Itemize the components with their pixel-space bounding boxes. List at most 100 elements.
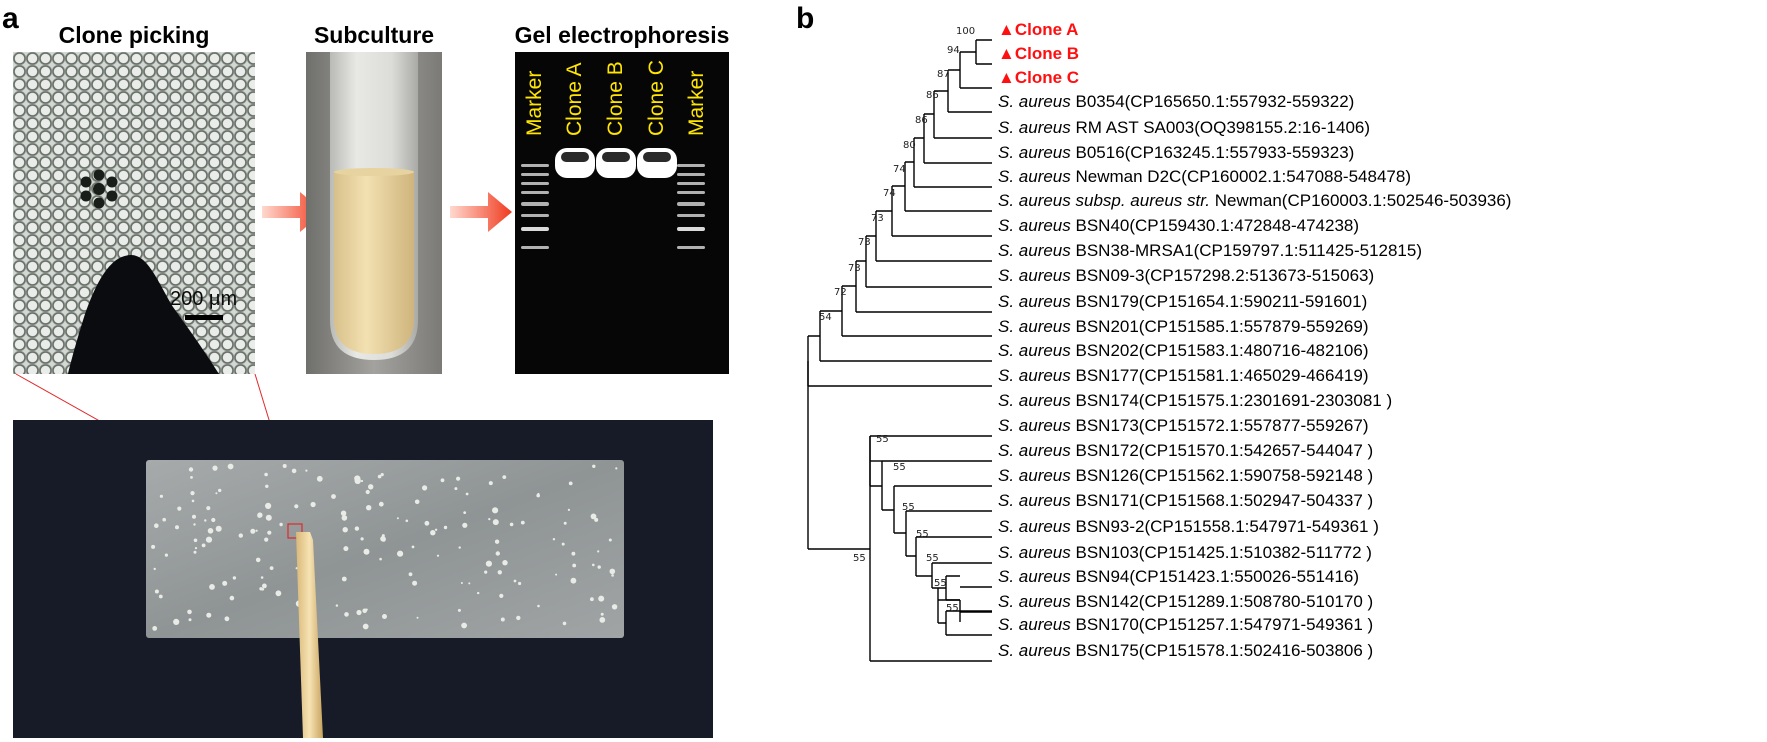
colony	[461, 622, 467, 629]
subculture-title: Subculture	[313, 22, 435, 48]
colony	[224, 616, 230, 622]
taxon-strain: BSN175(CP151578.1:502416-503806 )	[1070, 641, 1374, 660]
colony	[206, 612, 212, 618]
taxon-label: S. aureus BSN09-3(CP157298.2:513673-5150…	[998, 266, 1374, 286]
clone-b-label: ▲Clone B	[998, 44, 1080, 63]
scale-bar	[185, 315, 223, 320]
colony	[365, 489, 370, 495]
taxon-strain: BSN126(CP151562.1:590758-592148 )	[1070, 466, 1374, 485]
colony	[177, 506, 182, 511]
colony	[597, 550, 600, 553]
colony	[191, 499, 195, 503]
taxon-label: S. aureus BSN170(CP151257.1:547971-54936…	[998, 615, 1373, 635]
colony	[175, 525, 179, 530]
colony	[416, 616, 419, 619]
taxon-species: S. aureus	[998, 641, 1071, 660]
colony	[561, 542, 565, 546]
colony	[485, 560, 492, 567]
colony	[154, 523, 159, 528]
colony	[159, 494, 163, 498]
taxon-species: S. aureus	[998, 241, 1071, 260]
bootstrap-value: 55	[946, 603, 959, 614]
colony	[494, 539, 500, 544]
taxon-strain: Newman(CP160003.1:502546-503936)	[1209, 191, 1512, 210]
taxon-label: S. aureus RM AST SA003(OQ398155.2:16-140…	[998, 118, 1370, 138]
taxon-label: S. aureus BSN103(CP151425.1:510382-51177…	[998, 543, 1372, 563]
colony	[379, 557, 382, 561]
colony	[600, 612, 604, 616]
bootstrap-value: 74	[883, 188, 896, 199]
taxon-label: S. aureus BSN202(CP151583.1:480716-48210…	[998, 341, 1369, 361]
colony	[440, 478, 445, 483]
bootstrap-value: 55	[893, 462, 906, 473]
colony	[430, 530, 436, 536]
colony	[590, 597, 594, 602]
colony	[594, 517, 599, 522]
colony	[509, 522, 514, 527]
colony	[279, 522, 283, 527]
colony	[205, 536, 213, 543]
colony	[194, 547, 198, 550]
colony	[495, 551, 500, 556]
clone-picking-title: Clone picking	[58, 22, 210, 48]
colony	[265, 514, 272, 521]
taxon-strain: BSN103(CP151425.1:510382-511772 )	[1070, 543, 1372, 562]
colony	[207, 528, 214, 534]
colony	[344, 612, 349, 617]
taxon-strain: BSN172(CP151570.1:542657-544047 )	[1070, 441, 1374, 460]
colony	[597, 565, 601, 569]
panel-a-letter: a	[2, 2, 19, 35]
colony	[424, 520, 430, 526]
colony	[238, 533, 243, 538]
colony	[502, 560, 508, 566]
phylogenetic-tree	[807, 39, 992, 662]
colony	[412, 580, 418, 586]
taxon-label: S. aureus BSN38-MRSA1(CP159797.1:511425-…	[998, 241, 1422, 261]
colony	[354, 526, 360, 531]
taxon-species: S. aureus	[998, 341, 1071, 360]
taxon-strain: BSN142(CP151289.1:508780-510170 )	[1070, 592, 1374, 611]
colony	[188, 467, 194, 472]
taxon-strain: BSN40(CP159430.1:472848-474238)	[1070, 216, 1360, 235]
taxon-label: S. aureus BSN94(CP151423.1:550026-551416…	[998, 567, 1359, 587]
colony	[335, 604, 339, 607]
colony	[340, 510, 347, 516]
taxon-species: S. aureus	[998, 416, 1071, 435]
bootstrap-value: 54	[819, 312, 832, 323]
taxon-species: S. aureus	[998, 517, 1071, 536]
taxon-strain: BSN93-2(CP151558.1:547971-549361 )	[1070, 517, 1379, 536]
colony	[291, 468, 297, 474]
colony	[592, 563, 595, 567]
gel-image: Marker Clone A Clone B Clone C Marker	[515, 52, 729, 374]
colony	[154, 589, 159, 594]
colony	[218, 488, 222, 493]
colony	[354, 475, 361, 482]
bootstrap-value: 72	[834, 287, 847, 298]
colony	[518, 581, 522, 586]
taxon-label: S. aureus Newman D2C(CP160002.1:547088-5…	[998, 167, 1411, 187]
colony	[563, 521, 567, 525]
taxon-species: S. aureus	[998, 543, 1071, 562]
bootstrap-value: 55	[876, 434, 889, 445]
colony	[201, 543, 206, 548]
colony	[484, 570, 488, 574]
colony	[360, 479, 364, 483]
colony	[206, 506, 211, 511]
colony	[164, 553, 168, 557]
colony	[363, 548, 370, 555]
colony	[568, 481, 573, 486]
taxon-strain: BSN09-3(CP157298.2:513673-515063)	[1070, 266, 1375, 285]
colony	[269, 566, 274, 570]
picked-region-box	[287, 523, 303, 539]
broth-culture	[334, 172, 414, 354]
colony	[162, 517, 166, 522]
colony	[232, 576, 237, 580]
colony	[552, 538, 556, 541]
colony	[488, 518, 491, 521]
marker-lane-right	[677, 164, 705, 249]
taxon-label: S. aureus BSN142(CP151289.1:508780-51017…	[998, 592, 1373, 612]
agar-plate-image	[13, 420, 713, 738]
colony	[592, 464, 596, 468]
panel-b-letter: b	[796, 2, 815, 35]
taxon-species: S. aureus	[998, 216, 1071, 235]
